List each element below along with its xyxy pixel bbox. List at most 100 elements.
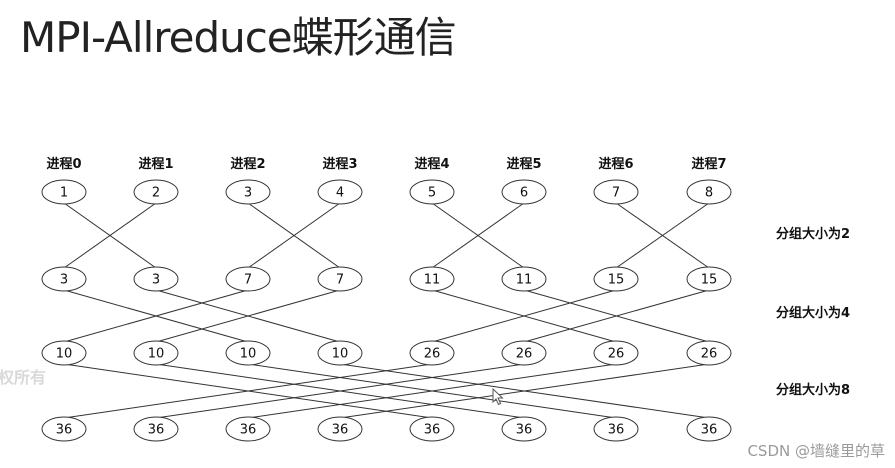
node-ellipse — [133, 266, 179, 292]
node-ellipse — [593, 416, 639, 442]
process-node: 36 — [225, 416, 271, 442]
exchange-edge — [247, 202, 341, 269]
node-ellipse — [409, 340, 455, 366]
node-ellipse — [501, 179, 547, 205]
process-node: 6 — [501, 179, 547, 205]
exchange-edge — [615, 202, 710, 269]
node-value: 5 — [428, 186, 436, 201]
csdn-watermark: CSDN @墙缝里的草 — [747, 442, 885, 460]
node-ellipse — [317, 416, 363, 442]
node-value: 26 — [424, 347, 441, 362]
node-ellipse — [686, 340, 732, 366]
node-value: 3 — [60, 273, 68, 288]
node-value: 10 — [56, 347, 73, 362]
node-value: 36 — [148, 423, 165, 438]
process-label: 进程2 — [230, 157, 265, 172]
node-value: 36 — [516, 423, 533, 438]
node-ellipse — [225, 340, 271, 366]
stage-label: 分组大小为4 — [776, 305, 850, 321]
slide-title: MPI-Allreduce蝶形通信 — [20, 13, 457, 62]
stage-label: 分组大小为8 — [776, 382, 850, 398]
process-label: 进程1 — [138, 157, 173, 172]
node-ellipse — [133, 179, 179, 205]
node-value: 8 — [705, 186, 713, 201]
process-node: 36 — [317, 416, 363, 442]
process-label: 进程6 — [598, 157, 633, 172]
node-value: 1 — [60, 186, 68, 201]
process-node: 2 — [133, 179, 179, 205]
node-ellipse — [225, 416, 271, 442]
node-value: 10 — [240, 347, 257, 362]
mouse-pointer-icon — [492, 388, 504, 406]
process-node: 11 — [409, 266, 455, 292]
process-node: 10 — [133, 340, 179, 366]
node-ellipse — [593, 179, 639, 205]
process-node: 36 — [133, 416, 179, 442]
node-value: 36 — [701, 423, 718, 438]
process-node: 1 — [41, 179, 87, 205]
process-node: 36 — [41, 416, 87, 442]
process-node: 10 — [225, 340, 271, 366]
process-node: 11 — [501, 266, 547, 292]
process-node: 8 — [686, 179, 732, 205]
node-ellipse — [409, 179, 455, 205]
exchange-edge — [155, 363, 525, 419]
node-value: 26 — [608, 347, 625, 362]
process-node: 36 — [501, 416, 547, 442]
node-value: 26 — [516, 347, 533, 362]
node-ellipse — [409, 266, 455, 292]
node-value: 2 — [152, 186, 160, 201]
process-label: 进程4 — [414, 157, 449, 172]
process-node: 26 — [686, 340, 732, 366]
process-node: 36 — [686, 416, 732, 442]
node-value: 15 — [608, 273, 625, 288]
exchange-edge — [431, 202, 525, 269]
node-ellipse — [593, 266, 639, 292]
process-node: 36 — [593, 416, 639, 442]
node-ellipse — [41, 266, 87, 292]
exchange-edge — [63, 289, 249, 343]
node-ellipse — [686, 416, 732, 442]
node-value: 36 — [424, 423, 441, 438]
node-ellipse — [501, 416, 547, 442]
node-ellipse — [317, 266, 363, 292]
exchange-edge — [431, 289, 617, 343]
process-node: 36 — [409, 416, 455, 442]
node-ellipse — [225, 179, 271, 205]
process-node: 7 — [593, 179, 639, 205]
process-node: 26 — [409, 340, 455, 366]
process-node: 3 — [225, 179, 271, 205]
process-node: 4 — [317, 179, 363, 205]
exchange-edge — [247, 363, 617, 419]
node-value: 11 — [424, 273, 441, 288]
node-value: 36 — [608, 423, 625, 438]
process-node: 10 — [41, 340, 87, 366]
process-node: 10 — [317, 340, 363, 366]
node-value: 36 — [240, 423, 257, 438]
node-ellipse — [686, 179, 732, 205]
node-ellipse — [409, 416, 455, 442]
process-node: 15 — [686, 266, 732, 292]
node-value: 7 — [612, 186, 620, 201]
process-label: 进程0 — [46, 157, 81, 172]
node-ellipse — [686, 266, 732, 292]
node-value: 3 — [152, 273, 160, 288]
node-value: 36 — [332, 423, 349, 438]
exchange-edge — [339, 363, 710, 419]
node-ellipse — [225, 266, 271, 292]
node-value: 15 — [701, 273, 718, 288]
node-value: 3 — [244, 186, 252, 201]
process-node: 3 — [133, 266, 179, 292]
node-value: 36 — [56, 423, 73, 438]
node-value: 10 — [148, 347, 165, 362]
exchange-edge — [63, 202, 157, 269]
node-ellipse — [133, 340, 179, 366]
node-value: 7 — [244, 273, 252, 288]
exchange-edge — [63, 363, 433, 419]
process-label: 进程5 — [506, 157, 541, 172]
node-ellipse — [317, 340, 363, 366]
node-value: 7 — [336, 273, 344, 288]
node-ellipse — [41, 179, 87, 205]
process-node: 7 — [317, 266, 363, 292]
